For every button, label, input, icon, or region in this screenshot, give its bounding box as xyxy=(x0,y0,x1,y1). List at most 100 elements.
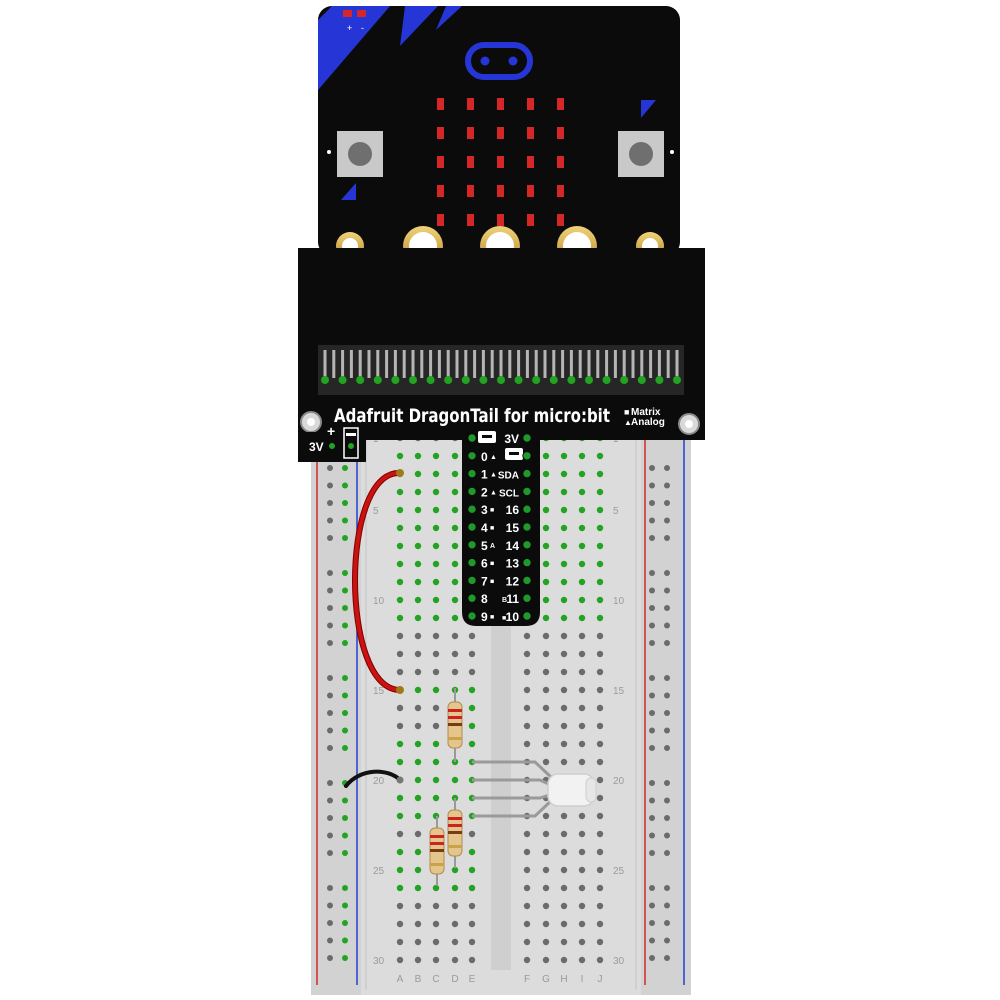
resistor-3[interactable] xyxy=(429,816,445,886)
rail-hole xyxy=(649,517,655,524)
breadboard-hole xyxy=(542,650,550,658)
column-letter: G xyxy=(542,974,550,985)
breadboard-hole xyxy=(396,848,404,856)
matrix-led xyxy=(557,156,564,168)
rail-hole xyxy=(327,692,333,699)
rgb-led[interactable] xyxy=(547,773,597,807)
wire-red[interactable] xyxy=(352,469,404,694)
wire-black[interactable] xyxy=(344,769,404,788)
breadboard-hole xyxy=(468,920,476,928)
breadboard-hole xyxy=(578,902,586,910)
header-pin-right xyxy=(522,611,532,621)
breadboard-hole xyxy=(414,812,422,820)
breadboard-hole xyxy=(468,848,476,856)
breadboard-hole xyxy=(578,452,586,460)
rail-hole xyxy=(649,692,655,699)
mount-hole-right-center xyxy=(685,420,693,428)
matrix-led xyxy=(557,98,564,110)
breadboard-hole xyxy=(596,758,604,766)
breadboard-hole xyxy=(596,614,604,622)
breadboard-hole xyxy=(432,722,440,730)
breadboard-hole xyxy=(560,848,568,856)
pin-label-right: 12 xyxy=(506,574,520,588)
breadboard-hole xyxy=(578,488,586,496)
connector-pin xyxy=(481,350,485,378)
connector-pin xyxy=(455,350,459,378)
rail-hole xyxy=(342,797,348,804)
rail-hole xyxy=(342,937,348,944)
pin-mark-right: B xyxy=(502,597,507,604)
breadboard-hole xyxy=(542,902,550,910)
rail-hole xyxy=(664,640,670,646)
breadboard-hole xyxy=(596,632,604,640)
rail-hole xyxy=(664,832,670,839)
rail-hole xyxy=(327,535,333,541)
breadboard-hole xyxy=(560,884,568,892)
pin-label-left: 1 xyxy=(481,468,488,482)
matrix-led xyxy=(437,98,444,110)
microbit-board: + - xyxy=(318,6,680,266)
pin-mark-left: ■ xyxy=(490,525,494,532)
button-b[interactable] xyxy=(618,131,664,177)
rail-hole xyxy=(342,745,348,751)
rail-hole xyxy=(327,675,333,681)
connector-pins xyxy=(321,350,681,384)
matrix-led xyxy=(467,127,474,139)
breadboard-hole xyxy=(451,560,459,568)
breadboard-hole xyxy=(596,830,604,838)
rail-hole xyxy=(327,902,333,909)
button-a[interactable] xyxy=(337,131,383,177)
breadboard-hole xyxy=(542,920,550,928)
microbit-logo-icon xyxy=(465,42,533,80)
rail-hole xyxy=(327,850,333,856)
breadboard-hole xyxy=(596,686,604,694)
breadboard-hole xyxy=(414,614,422,622)
breadboard-hole xyxy=(596,488,604,496)
rail-hole xyxy=(664,745,670,751)
rail-hole xyxy=(664,797,670,804)
breadboard-hole xyxy=(468,704,476,712)
breadboard-hole xyxy=(596,866,604,874)
rail-hole xyxy=(342,517,348,524)
rail-hole xyxy=(649,885,655,891)
breadboard-hole xyxy=(451,920,459,928)
matrix-led xyxy=(467,214,474,226)
rail-hole xyxy=(649,482,655,489)
rail-hole xyxy=(327,517,333,524)
breadboard-hole xyxy=(432,902,440,910)
connector-pin-dot xyxy=(497,376,505,384)
breadboard-hole xyxy=(432,650,440,658)
breadboard-hole xyxy=(578,848,586,856)
breadboard-hole xyxy=(542,632,550,640)
breadboard-hole xyxy=(396,722,404,730)
header-pin-right xyxy=(522,540,532,550)
rail-hole xyxy=(342,482,348,489)
pin-label-right: 13 xyxy=(506,557,520,571)
pin-label-right: 10 xyxy=(506,610,520,624)
breadboard-hole xyxy=(451,632,459,640)
rail-hole xyxy=(342,605,348,611)
connector-pin xyxy=(666,350,670,378)
breadboard-hole xyxy=(432,506,440,514)
breadboard-hole xyxy=(542,542,550,550)
column-letter: E xyxy=(469,974,476,985)
resistor-2[interactable] xyxy=(447,798,463,868)
row-number: 30 xyxy=(613,956,625,967)
breadboard-hole xyxy=(578,542,586,550)
pin-mark-left: ■ xyxy=(490,561,494,568)
dragontail-board: Adafruit DragonTail for micro:bit ■ Matr… xyxy=(298,248,705,626)
breadboard-hole xyxy=(432,542,440,550)
breadboard-hole xyxy=(468,956,476,964)
rail-hole xyxy=(327,710,333,716)
header-pin-right xyxy=(522,575,532,586)
breadboard-hole xyxy=(578,668,586,676)
breadboard-hole xyxy=(578,506,586,514)
resistor-1[interactable] xyxy=(447,688,463,762)
connector-pin-dot xyxy=(373,376,382,384)
breadboard-hole xyxy=(596,524,604,532)
breadboard-hole xyxy=(596,884,604,892)
rail-hole xyxy=(649,640,655,646)
breadboard-hole xyxy=(451,470,459,478)
breadboard-hole xyxy=(468,668,476,676)
rail-hole xyxy=(664,465,670,471)
